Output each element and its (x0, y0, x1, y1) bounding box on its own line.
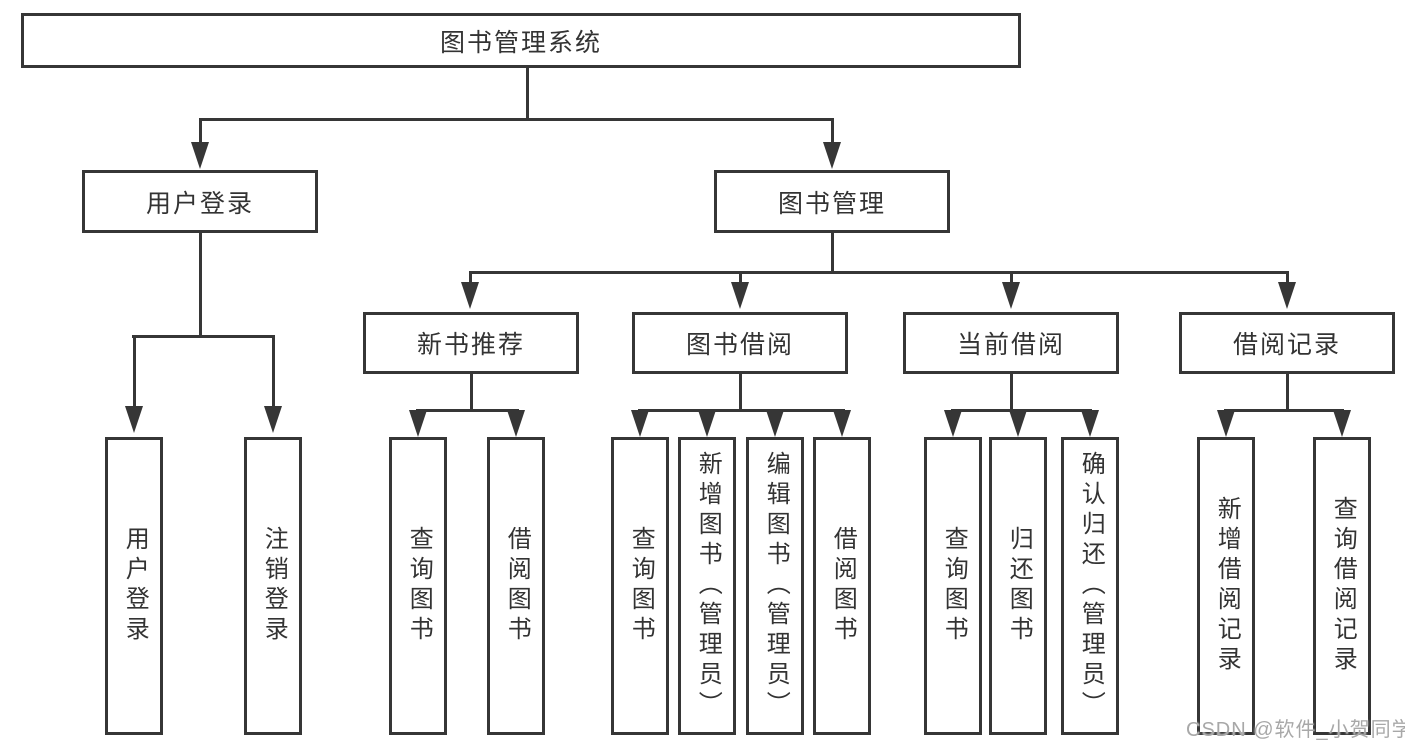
node-current-borrow-label: 当前借阅 (956, 331, 1065, 359)
leaf-current-query-books: 查询图书 (924, 437, 982, 735)
leaf-user-login-label: 用户登录 (121, 526, 149, 646)
csdn-watermark: CSDN @软件_小贺同学 (1186, 719, 1405, 741)
arrowhead-down-icon (125, 406, 143, 433)
node-borrow-records: 借阅记录 (1179, 312, 1395, 374)
leaf-borrow-query-books: 查询图书 (611, 437, 669, 735)
leaf-records-query-record: 查询借阅记录 (1313, 437, 1371, 735)
leaf-records-add-record-label: 新增借阅记录 (1213, 496, 1241, 676)
leaf-recommend-borrow-books-label: 借阅图书 (503, 526, 531, 646)
arrowhead-down-icon (698, 410, 716, 437)
arrowhead-down-icon (631, 410, 649, 437)
arrowhead-down-icon (461, 282, 479, 309)
connector-login-left-shaft (133, 335, 136, 408)
leaf-current-return-books-label: 归还图书 (1005, 526, 1033, 646)
leaf-borrow-add-books-admin: 新增图书（管理员） (678, 437, 736, 735)
arrowhead-down-icon (1217, 410, 1235, 437)
leaf-logout: 注销登录 (244, 437, 302, 735)
connector-records-branch (1224, 409, 1344, 412)
leaf-current-confirm-return-admin-label: 确认归还（管理员） (1077, 451, 1105, 721)
arrowhead-down-icon (823, 142, 841, 169)
leaf-borrow-borrow-books: 借阅图书 (813, 437, 871, 735)
connector-login-right-shaft (272, 335, 275, 408)
leaf-logout-label: 注销登录 (260, 526, 288, 646)
leaf-current-query-books-label: 查询图书 (940, 526, 968, 646)
leaf-borrow-edit-books-admin: 编辑图书（管理员） (746, 437, 804, 735)
arrowhead-down-icon (1278, 282, 1296, 309)
leaf-recommend-borrow-books: 借阅图书 (487, 437, 545, 735)
connector-root-right-shaft (831, 118, 834, 144)
connector-records-stem (1286, 372, 1289, 411)
connector-current-stem (1010, 372, 1013, 411)
node-borrow-records-label: 借阅记录 (1232, 331, 1341, 359)
node-book-borrow-label: 图书借阅 (685, 331, 794, 359)
connector-root-branch (200, 118, 833, 121)
leaf-borrow-query-books-label: 查询图书 (627, 526, 655, 646)
connector-borrow-branch (638, 409, 845, 412)
arrowhead-down-icon (1009, 410, 1027, 437)
node-book-management: 图书管理 (714, 170, 950, 233)
node-user-login: 用户登录 (82, 170, 318, 233)
arrowhead-down-icon (191, 142, 209, 169)
leaf-user-login: 用户登录 (105, 437, 163, 735)
leaf-borrow-borrow-books-label: 借阅图书 (829, 526, 857, 646)
node-root-label: 图书管理系统 (439, 28, 602, 57)
arrowhead-down-icon (766, 410, 784, 437)
connector-mgmt-shaft-3 (1010, 271, 1013, 284)
node-current-borrow: 当前借阅 (903, 312, 1119, 374)
arrowhead-down-icon (1333, 410, 1351, 437)
connector-borrow-stem (739, 372, 742, 411)
arrowhead-down-icon (1002, 282, 1020, 309)
leaf-current-confirm-return-admin: 确认归还（管理员） (1061, 437, 1119, 735)
node-new-book-recommend-label: 新书推荐 (416, 331, 525, 359)
node-book-management-label: 图书管理 (777, 189, 886, 218)
leaf-records-query-record-label: 查询借阅记录 (1329, 496, 1357, 676)
node-new-book-recommend: 新书推荐 (363, 312, 579, 374)
leaf-records-add-record: 新增借阅记录 (1197, 437, 1255, 735)
connector-mgmt-shaft-1 (469, 271, 472, 284)
arrowhead-down-icon (264, 406, 282, 433)
connector-login-stem (199, 231, 202, 336)
connector-recommend-branch (416, 409, 519, 412)
connector-mgmt-branch (469, 271, 1289, 274)
connector-mgmt-shaft-2 (739, 271, 742, 284)
leaf-borrow-add-books-admin-label: 新增图书（管理员） (694, 451, 722, 721)
node-user-login-label: 用户登录 (145, 189, 254, 218)
node-book-borrow: 图书借阅 (632, 312, 848, 374)
arrowhead-down-icon (833, 410, 851, 437)
leaf-current-return-books: 归还图书 (989, 437, 1047, 735)
arrowhead-down-icon (1081, 410, 1099, 437)
arrowhead-down-icon (409, 410, 427, 437)
connector-root-left-shaft (199, 118, 202, 144)
arrowhead-down-icon (731, 282, 749, 309)
leaf-borrow-edit-books-admin-label: 编辑图书（管理员） (762, 451, 790, 721)
connector-login-branch (132, 335, 274, 338)
connector-mgmt-shaft-4 (1286, 271, 1289, 284)
leaf-recommend-query-books-label: 查询图书 (405, 526, 433, 646)
connector-root-stem (526, 66, 529, 118)
arrowhead-down-icon (507, 410, 525, 437)
arrowhead-down-icon (944, 410, 962, 437)
connector-mgmt-stem (831, 231, 834, 274)
connector-recommend-stem (470, 372, 473, 411)
leaf-recommend-query-books: 查询图书 (389, 437, 447, 735)
node-root: 图书管理系统 (21, 13, 1021, 68)
